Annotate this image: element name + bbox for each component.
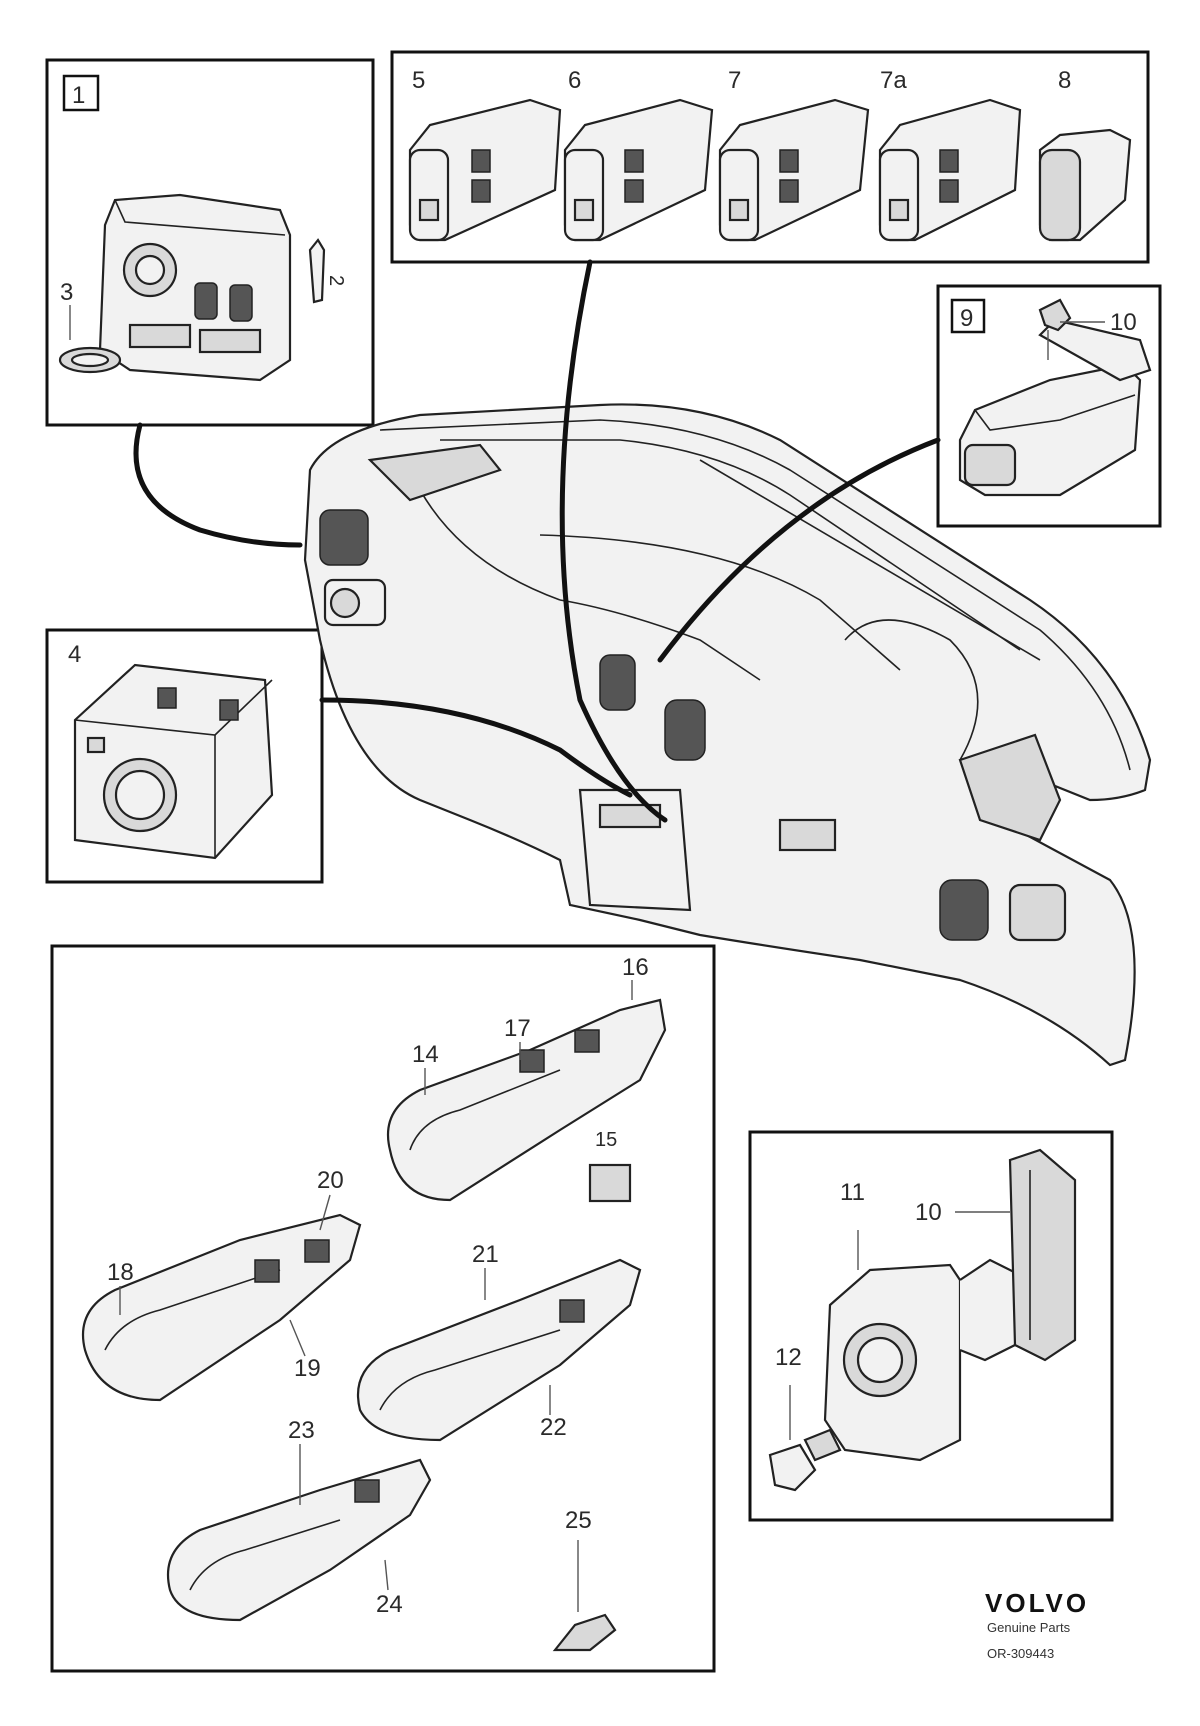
frame-mirror-switch bbox=[45, 628, 324, 884]
brand-subtitle: Genuine Parts bbox=[987, 1620, 1071, 1635]
mirror-adjuster-assembly bbox=[73, 663, 274, 860]
callout-4: 4 bbox=[68, 641, 81, 668]
callout-20: 20 bbox=[317, 1167, 344, 1194]
callout-3: 3 bbox=[60, 279, 73, 306]
callout-1: 1 bbox=[72, 82, 85, 109]
callout-24: 24 bbox=[376, 1591, 403, 1618]
callout-11: 11 bbox=[840, 1179, 865, 1206]
callout-10-top: 10 bbox=[1110, 309, 1137, 336]
callout-7: 7 bbox=[728, 67, 741, 94]
callout-8: 8 bbox=[1058, 67, 1071, 94]
callout-22: 22 bbox=[540, 1414, 567, 1441]
callout-10-bottom: 10 bbox=[915, 1199, 942, 1226]
callout-14: 14 bbox=[412, 1041, 439, 1068]
leader-lines bbox=[119, 980, 633, 1591]
callout-16: 16 bbox=[622, 954, 649, 981]
callout-23: 23 bbox=[288, 1417, 315, 1444]
callout-9: 9 bbox=[960, 305, 973, 332]
light-switch-assembly bbox=[58, 193, 326, 382]
callout-6: 6 bbox=[568, 67, 581, 94]
callout-7a: 7a bbox=[880, 67, 907, 94]
callout-5: 5 bbox=[412, 67, 425, 94]
connector-3 bbox=[657, 437, 941, 663]
callout-19: 19 bbox=[294, 1355, 321, 1382]
hazard-switch-assembly bbox=[958, 298, 1152, 497]
callout-21: 21 bbox=[472, 1241, 499, 1268]
brand-logo: VOLVO bbox=[985, 1588, 1089, 1618]
connector-1 bbox=[133, 422, 303, 548]
callout-2: 2 bbox=[325, 275, 347, 286]
callout-18: 18 bbox=[107, 1259, 134, 1286]
brand-block: VOLVO Genuine Parts OR-309443 bbox=[985, 1588, 1089, 1661]
callout-25: 25 bbox=[565, 1507, 592, 1534]
callout-17: 17 bbox=[504, 1015, 531, 1042]
frame-window-switches bbox=[50, 944, 716, 1673]
frame-hazard-switch bbox=[936, 284, 1162, 528]
frame-door-switch bbox=[748, 1130, 1114, 1522]
frame-switch-panel bbox=[45, 58, 375, 427]
frame-switch-row bbox=[390, 50, 1150, 264]
switch-row-parts bbox=[408, 98, 1132, 242]
connector-4 bbox=[319, 697, 633, 798]
connector-2 bbox=[559, 259, 668, 823]
window-switch-parts bbox=[81, 998, 667, 1652]
callout-15: 15 bbox=[595, 1129, 617, 1151]
door-switch-assembly bbox=[768, 1148, 1077, 1492]
drawing-code: OR-309443 bbox=[987, 1646, 1054, 1661]
callout-12: 12 bbox=[775, 1344, 802, 1371]
dashboard-illustration bbox=[303, 403, 1152, 1067]
